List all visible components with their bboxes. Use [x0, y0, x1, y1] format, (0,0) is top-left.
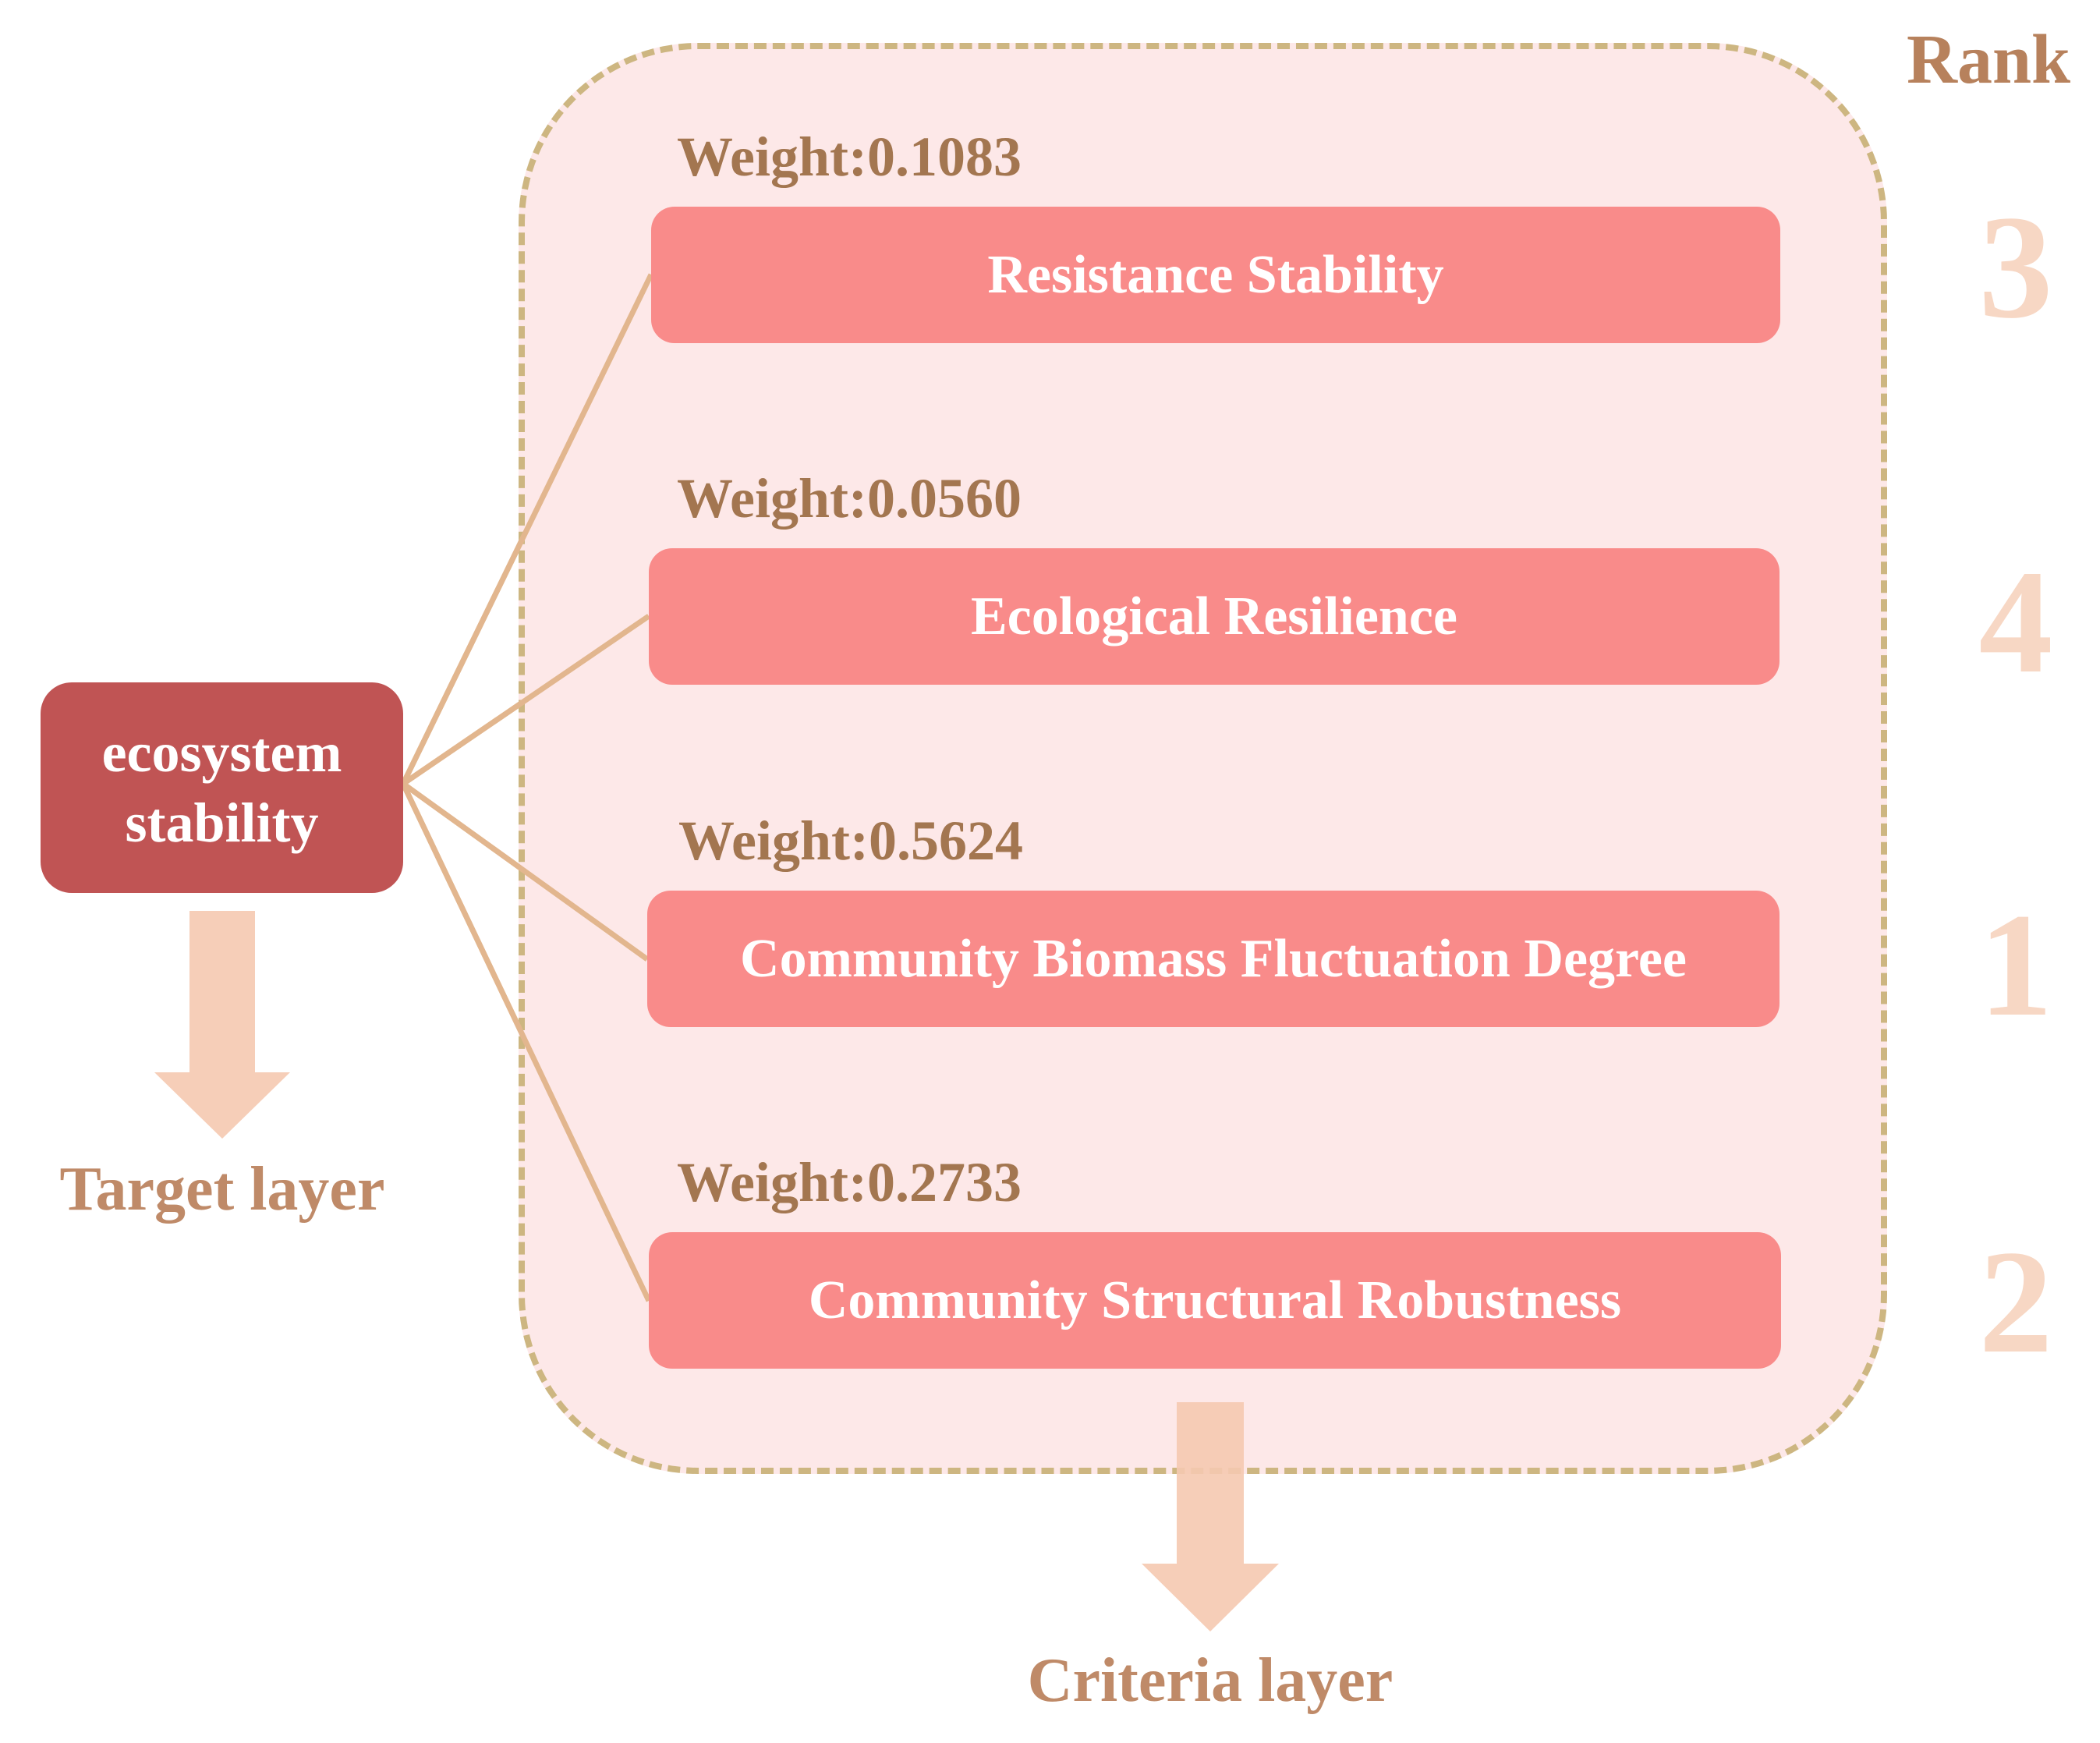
criterion-ecological-resilience: Ecological Resilience: [649, 548, 1780, 685]
rank-number-biomass: 1: [1978, 884, 2053, 1047]
criterion-community-structural-robustness: Community Structural Robustness: [649, 1232, 1781, 1369]
criteria-layer-arrow: [1142, 1402, 1279, 1631]
connector-line-resilience: [402, 614, 650, 786]
rank-number-resilience: 4: [1978, 540, 2053, 704]
connector-line-resistance: [400, 273, 654, 785]
connector-line-biomass: [401, 781, 650, 962]
target-layer-label: Target layer: [59, 1155, 385, 1224]
rank-number-resistance: 3: [1978, 186, 2053, 349]
target-node-line2: stability: [125, 792, 319, 854]
weight-label-biomass: Weight:0.5624: [678, 810, 1023, 872]
weight-label-robustness: Weight:0.2733: [677, 1151, 1022, 1213]
target-layer-arrow: [154, 911, 290, 1139]
weight-label-resilience: Weight:0.0560: [677, 467, 1022, 530]
target-node-line1: ecosystem: [101, 721, 342, 784]
weight-label-resistance: Weight:0.1083: [677, 126, 1022, 188]
criteria-layer-label: Criteria layer: [1027, 1646, 1394, 1715]
criterion-community-biomass-fluctuation-degree: Community Biomass Fluctuation Degree: [647, 891, 1780, 1027]
connector-line-robustness: [400, 782, 652, 1302]
rank-number-robustness: 2: [1978, 1220, 2053, 1384]
criterion-resistance-stability: Resistance Stability: [651, 207, 1780, 343]
target-node: ecosystem stability: [41, 682, 403, 893]
rank-title: Rank: [1907, 21, 2071, 98]
